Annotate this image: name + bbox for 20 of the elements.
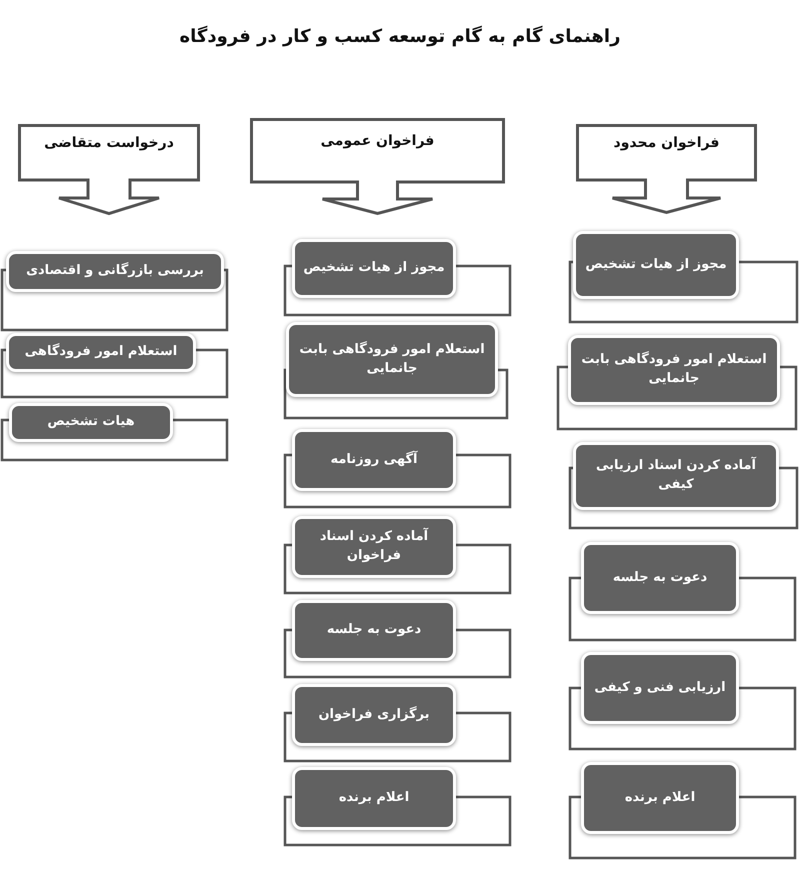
- header-label: فراخوان محدود: [612, 135, 720, 151]
- process-box: بررسی بازرگانی و اقتصادی: [6, 251, 224, 292]
- process-box: هیات تشخیص: [9, 403, 173, 442]
- process-box: آماده کردن اسناد فراخوان: [292, 516, 456, 578]
- process-box: مجوز از هیات تشخیص: [292, 239, 456, 298]
- process-box: آماده کردن اسناد ارزیابی کیفی: [573, 442, 779, 510]
- diagram-title: راهنمای گام به گام توسعه کسب و کار در فرودگاه: [178, 26, 622, 47]
- process-box: اعلام برنده: [292, 767, 456, 830]
- process-box: استعلام امور فرودگاهی بابت جانمایی: [286, 322, 498, 397]
- header-label: فراخوان عمومی: [320, 133, 436, 149]
- process-box: مجوز از هیات تشخیص: [573, 231, 739, 299]
- process-box: استعلام امور فرودگاهی بابت جانمایی: [568, 335, 780, 405]
- process-box: دعوت به جلسه: [292, 600, 456, 661]
- process-box: استعلام امور فرودگاهی: [6, 333, 196, 372]
- process-box: ارزیابی فنی و کیفی: [581, 652, 739, 724]
- header-label: درخواست متقاضی: [43, 135, 175, 151]
- process-box: دعوت به جلسه: [581, 542, 739, 614]
- process-box: برگزاری فراخوان: [292, 684, 456, 746]
- process-box: اعلام برنده: [581, 762, 739, 834]
- process-box: آگهی روزنامه: [292, 429, 456, 491]
